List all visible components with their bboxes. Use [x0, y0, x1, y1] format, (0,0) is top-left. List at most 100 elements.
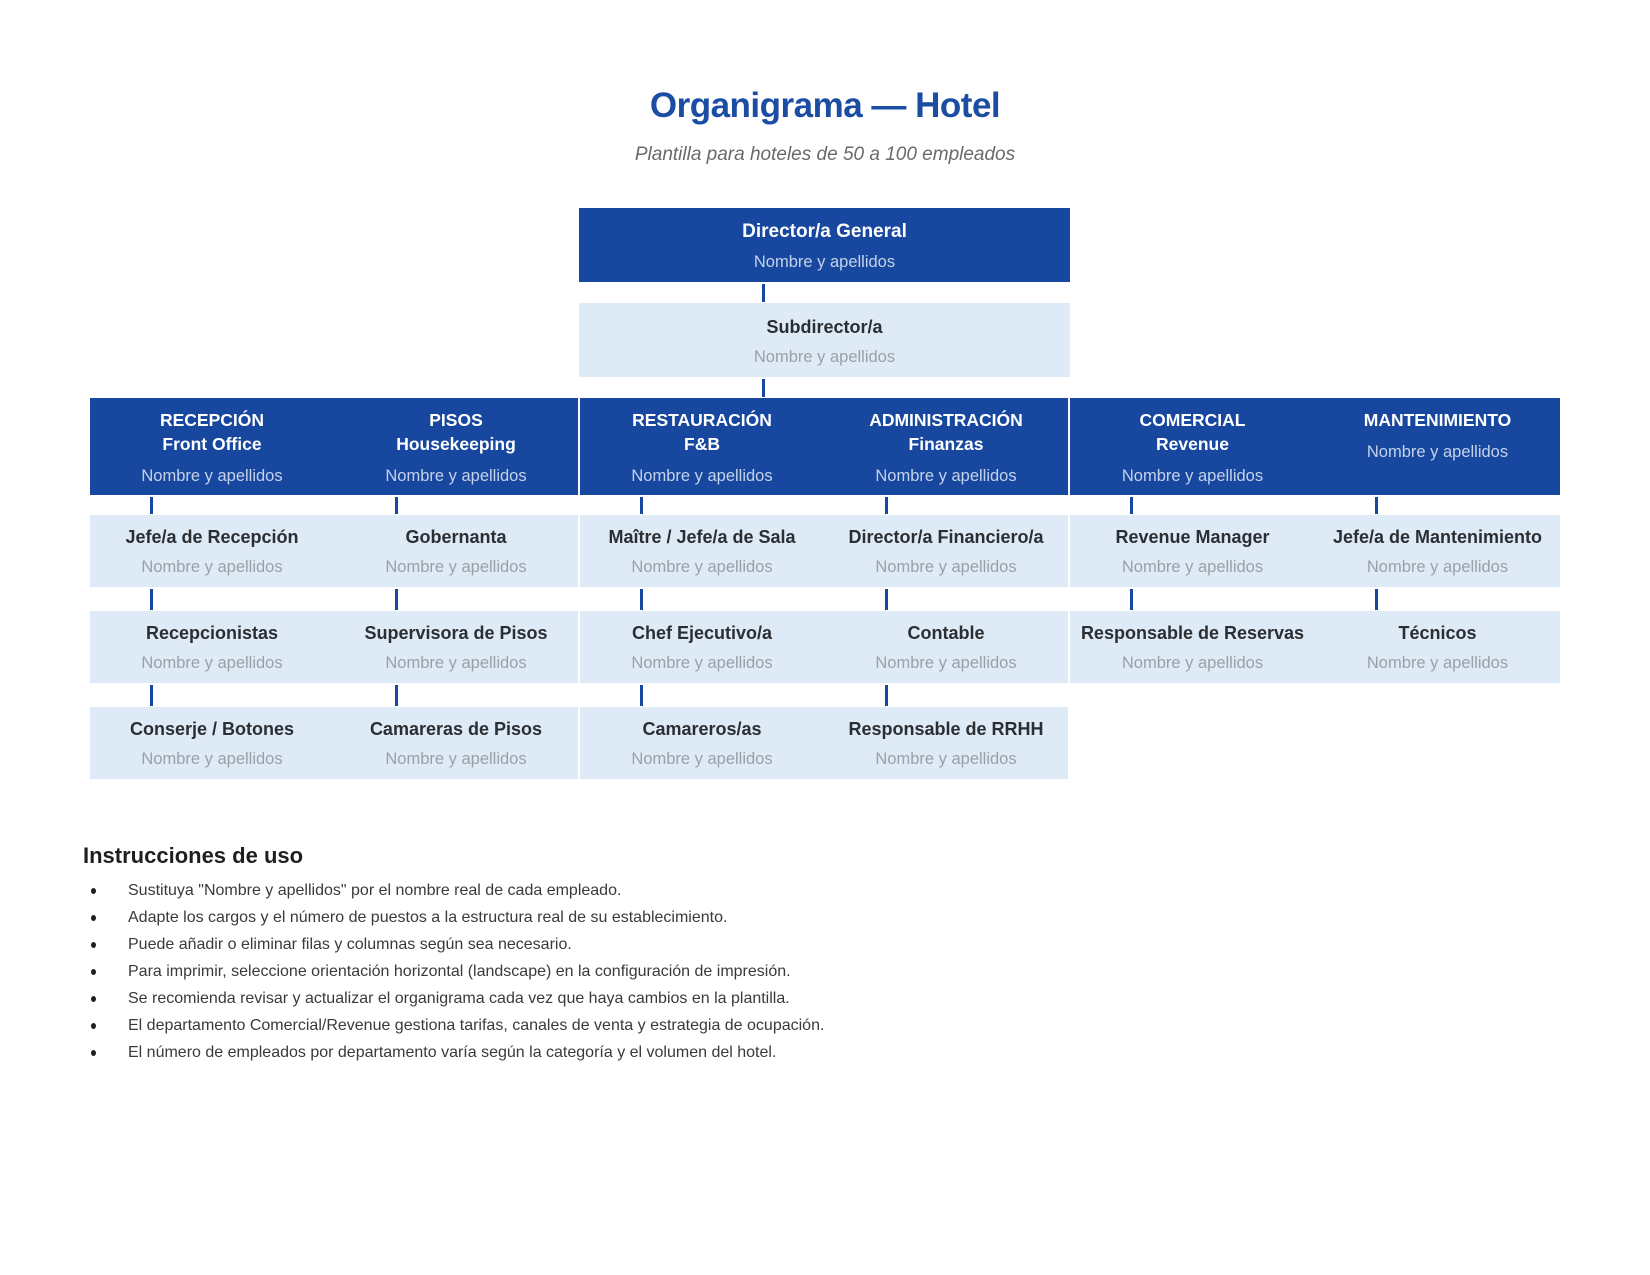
connector-line [1130, 589, 1133, 610]
connector-line [762, 379, 765, 397]
org-box-supervisora-pisos: Supervisora de Pisos Nombre y apellidos [334, 611, 578, 683]
connector-line [1375, 589, 1378, 610]
connector-line [640, 497, 643, 514]
connector-line [885, 497, 888, 514]
connector-line [640, 589, 643, 610]
page-title: Organigrama — Hotel [649, 86, 1001, 125]
support-row: Conserje / Botones Nombre y apellidos Ca… [90, 707, 1068, 779]
dept-name: PISOS [429, 410, 483, 430]
org-box-gobernanta: Gobernanta Nombre y apellidos [334, 515, 578, 587]
org-box-role: Jefe/a de Recepción [125, 527, 299, 547]
org-box-dept-pisos: PISOS Housekeeping Nombre y apellidos [334, 398, 578, 495]
org-box-name-placeholder: Nombre y apellidos [1121, 558, 1264, 576]
org-box-role: Gobernanta [405, 527, 507, 547]
org-box-role: Director/a General [742, 221, 907, 242]
instruction-item: Se recomienda revisar y actualizar el or… [83, 985, 1183, 1012]
org-box-role: Maître / Jefe/a de Sala [608, 527, 796, 547]
connector-line [150, 685, 153, 706]
connector-line [885, 685, 888, 706]
org-box-name-placeholder: Nombre y apellidos [1366, 654, 1509, 672]
org-box-camareras-pisos: Camareras de Pisos Nombre y apellidos [334, 707, 578, 779]
instruction-item: Sustituya "Nombre y apellidos" por el no… [83, 877, 1183, 904]
org-box-name-placeholder: Nombre y apellidos [141, 750, 283, 768]
org-box-name-placeholder: Nombre y apellidos [631, 654, 773, 672]
org-box-role: Conserje / Botones [129, 719, 295, 739]
connector-line [640, 685, 643, 706]
instruction-item: Para imprimir, seleccione orientación ho… [83, 958, 1183, 985]
dept-name: ADMINISTRACIÓN [869, 410, 1023, 430]
org-box-name-placeholder: Nombre y apellidos [385, 558, 527, 576]
org-box-name-placeholder: Nombre y apellidos [385, 654, 527, 672]
dept-subname: F&B [684, 434, 720, 454]
org-box-role: Supervisora de Pisos [364, 623, 548, 643]
org-box-name-placeholder: Nombre y apellidos [631, 467, 773, 485]
connector-line [1375, 497, 1378, 514]
org-box-dept-recepcion: RECEPCIÓN Front Office Nombre y apellido… [90, 398, 334, 495]
org-box-role: Recepcionistas [145, 623, 279, 643]
connector-line [150, 497, 153, 514]
dept-name: RESTAURACIÓN [632, 410, 772, 430]
org-box-role: Camareros/as [642, 719, 762, 739]
dept-name: RECEPCIÓN [159, 410, 265, 430]
instruction-item: Puede añadir o eliminar filas y columnas… [83, 931, 1183, 958]
org-box-dept-restauracion: RESTAURACIÓN F&B Nombre y apellidos [580, 398, 824, 495]
org-box-name-placeholder: Nombre y apellidos [1121, 654, 1264, 672]
org-box-name-placeholder: Nombre y apellidos [1366, 443, 1509, 461]
org-box-dept-mantenimiento: MANTENIMIENTO Nombre y apellidos [1315, 398, 1560, 495]
connector-line [1130, 497, 1133, 514]
org-box-responsable-reservas: Responsable de Reservas Nombre y apellid… [1070, 611, 1315, 683]
staff-row: Recepcionistas Nombre y apellidos Superv… [90, 611, 1560, 683]
org-box-jefe-mantenimiento: Jefe/a de Mantenimiento Nombre y apellid… [1315, 515, 1560, 587]
org-box-role: Técnicos [1398, 623, 1477, 643]
managers-row: Jefe/a de Recepción Nombre y apellidos G… [90, 515, 1560, 587]
instructions-list: Sustituya "Nombre y apellidos" por el no… [83, 877, 1183, 1066]
org-box-camareros: Camareros/as Nombre y apellidos [580, 707, 824, 779]
instructions-heading: Instrucciones de uso [83, 843, 304, 868]
org-box-name-placeholder: Nombre y apellidos [141, 558, 283, 576]
dept-subname: Revenue [1156, 434, 1229, 454]
org-box-tecnicos: Técnicos Nombre y apellidos [1315, 611, 1560, 683]
org-box-name-placeholder: Nombre y apellidos [631, 558, 773, 576]
org-box-director: Director/a General Nombre y apellidos [579, 208, 1070, 282]
org-box-name-placeholder: Nombre y apellidos [875, 467, 1017, 485]
org-box-responsable-rrhh: Responsable de RRHH Nombre y apellidos [824, 707, 1068, 779]
org-box-role: Camareras de Pisos [369, 719, 543, 739]
org-box-role: Contable [907, 623, 985, 643]
org-box-director-financiero: Director/a Financiero/a Nombre y apellid… [824, 515, 1068, 587]
org-box-chef-ejecutivo: Chef Ejecutivo/a Nombre y apellidos [580, 611, 824, 683]
dept-name: MANTENIMIENTO [1363, 410, 1512, 430]
org-box-role: Chef Ejecutivo/a [631, 623, 773, 643]
org-box-jefe-recepcion: Jefe/a de Recepción Nombre y apellidos [90, 515, 334, 587]
connector-line [395, 685, 398, 706]
org-box-role: Jefe/a de Mantenimiento [1332, 527, 1543, 547]
org-box-maitre: Maître / Jefe/a de Sala Nombre y apellid… [580, 515, 824, 587]
org-box-name-placeholder: Nombre y apellidos [1121, 467, 1264, 485]
org-box-revenue-manager: Revenue Manager Nombre y apellidos [1070, 515, 1315, 587]
org-box-role: Subdirector/a [766, 317, 883, 337]
instruction-item: El departamento Comercial/Revenue gestio… [83, 1012, 1183, 1039]
connector-line [762, 284, 765, 302]
org-box-name-placeholder: Nombre y apellidos [631, 750, 773, 768]
org-box-name-placeholder: Nombre y apellidos [385, 467, 527, 485]
org-box-recepcionistas: Recepcionistas Nombre y apellidos [90, 611, 334, 683]
instruction-item: Adapte los cargos y el número de puestos… [83, 904, 1183, 931]
org-box-contable: Contable Nombre y apellidos [824, 611, 1068, 683]
org-box-role: Responsable de RRHH [848, 719, 1044, 739]
org-box-role: Director/a Financiero/a [848, 527, 1044, 547]
page-subtitle: Plantilla para hoteles de 50 a 100 emple… [634, 144, 1016, 165]
org-box-name-placeholder: Nombre y apellidos [875, 558, 1017, 576]
org-box-conserje-botones: Conserje / Botones Nombre y apellidos [90, 707, 334, 779]
org-box-name-placeholder: Nombre y apellidos [753, 253, 896, 271]
org-box-role: Revenue Manager [1115, 527, 1270, 547]
org-box-name-placeholder: Nombre y apellidos [141, 654, 283, 672]
dept-subname: Housekeeping [396, 434, 516, 454]
dept-subname: Finanzas [908, 434, 984, 454]
org-box-role: Responsable de Reservas [1080, 623, 1305, 643]
org-box-dept-administracion: ADMINISTRACIÓN Finanzas Nombre y apellid… [824, 398, 1068, 495]
org-box-dept-comercial: COMERCIAL Revenue Nombre y apellidos [1070, 398, 1315, 495]
instructions-section: Instrucciones de uso Sustituya "Nombre y… [83, 843, 1183, 1066]
connector-line [395, 589, 398, 610]
org-box-name-placeholder: Nombre y apellidos [875, 750, 1017, 768]
instruction-item: El número de empleados por departamento … [83, 1039, 1183, 1066]
